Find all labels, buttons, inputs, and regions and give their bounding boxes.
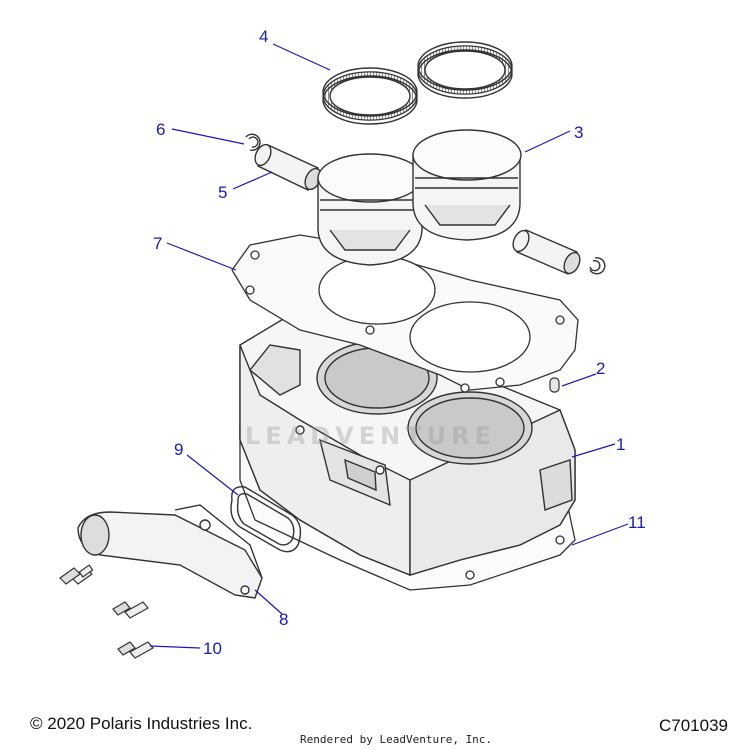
callout-7: 7 xyxy=(153,234,163,253)
callout-3: 3 xyxy=(574,123,584,142)
rendered-by-notice: Rendered by LeadVenture, Inc. xyxy=(300,733,493,746)
wrist-pin-left xyxy=(254,143,322,191)
drawing-id: C701039 xyxy=(659,716,729,735)
callout-4: 4 xyxy=(259,27,269,46)
wrist-pin-right xyxy=(512,229,581,275)
bolt-bottom xyxy=(117,641,154,659)
copyright-notice: © 2020 Polaris Industries Inc. xyxy=(30,714,253,733)
bolt-top xyxy=(59,564,94,585)
circlip-right xyxy=(589,257,606,275)
callout-10: 10 xyxy=(203,639,222,658)
callout-5: 5 xyxy=(218,183,228,202)
watermark: LEADVENTURE xyxy=(245,422,496,450)
callout-6: 6 xyxy=(156,120,166,139)
callout-2: 2 xyxy=(596,359,606,378)
leader-lines xyxy=(149,43,629,649)
callout-9: 9 xyxy=(174,440,184,459)
head-gasket xyxy=(231,234,579,393)
piston-left xyxy=(317,153,423,266)
piston-ring-right xyxy=(417,41,513,99)
circlip-left xyxy=(245,133,261,151)
callout-1: 1 xyxy=(616,435,626,454)
piston-right xyxy=(412,129,522,241)
piston-ring-left xyxy=(322,67,418,125)
thermostat-gasket xyxy=(230,486,302,553)
water-outlet-housing xyxy=(77,504,263,599)
callout-11: 11 xyxy=(628,513,646,532)
bolt-middle xyxy=(112,601,149,619)
callout-8: 8 xyxy=(279,610,289,629)
